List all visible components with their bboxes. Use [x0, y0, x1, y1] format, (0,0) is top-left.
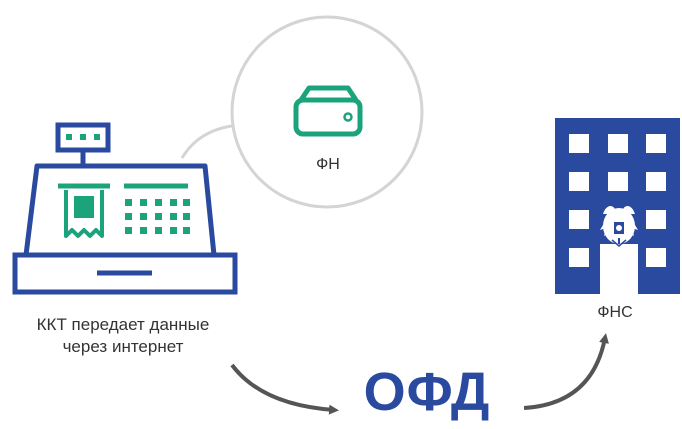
kkt-caption-line1: ККТ передает данные [36, 315, 210, 334]
kkt-caption-line2: через интернет [62, 337, 184, 356]
connector-line [180, 123, 241, 159]
fiscal-drive-icon [293, 85, 363, 137]
fns-label: ФНС [597, 304, 633, 321]
building-icon [555, 118, 680, 294]
ofd-label: ОФД [363, 362, 491, 422]
kkt-caption: ККТ передает данные через интернет [0, 314, 246, 358]
fn-label: ФН [316, 156, 340, 173]
double-headed-eagle-icon [600, 206, 638, 247]
cash-register-icon [12, 122, 238, 295]
arrow-icon [230, 363, 339, 415]
fn-bubble [230, 15, 424, 209]
arrow-icon [523, 333, 609, 410]
